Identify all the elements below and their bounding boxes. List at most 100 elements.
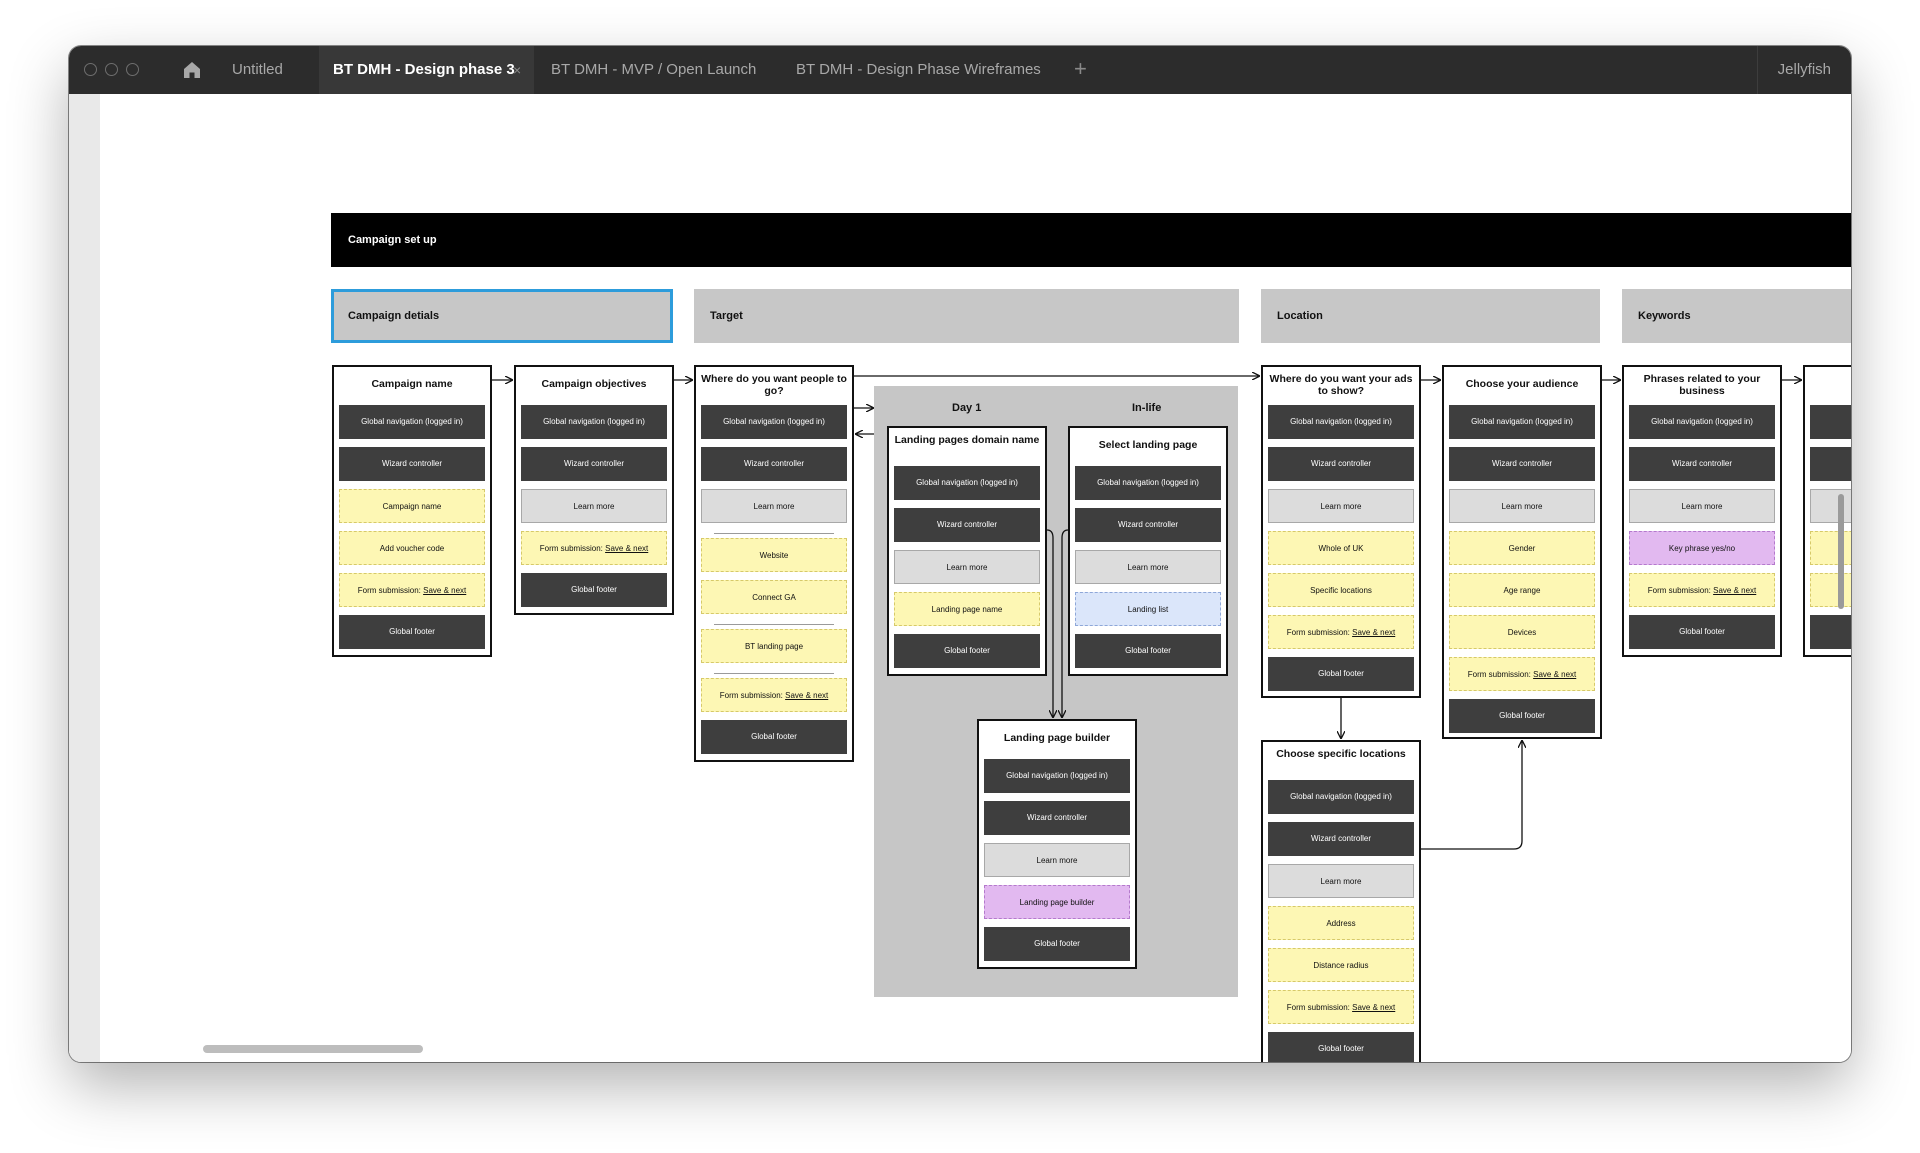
tab-untitled[interactable]: Untitled bbox=[232, 61, 283, 78]
close-window-button[interactable] bbox=[84, 63, 97, 76]
component-whole-of-uk[interactable]: Whole of UK bbox=[1268, 531, 1414, 565]
save-next-link[interactable]: Save & next bbox=[605, 544, 649, 553]
home-icon[interactable] bbox=[181, 59, 203, 81]
tab-close-icon[interactable]: × bbox=[513, 62, 522, 78]
component-global-navigation-logged-in[interactable]: Global navigation (logged in) bbox=[701, 405, 847, 439]
component-landing-page-name[interactable]: Landing page name bbox=[894, 592, 1040, 626]
component-learn-more[interactable]: Learn more bbox=[1268, 864, 1414, 898]
card-where-people-go[interactable]: Where do you want people to go?Global na… bbox=[694, 365, 854, 762]
tab-design-phase-3[interactable]: BT DMH - Design phase 3 bbox=[319, 46, 534, 94]
save-next-link[interactable]: Save & next bbox=[785, 691, 829, 700]
component-global-navigation-logged-in[interactable]: Global navigation (logged in) bbox=[984, 759, 1130, 793]
component-global[interactable]: Global bbox=[1810, 405, 1851, 439]
save-next-link[interactable]: Save & next bbox=[1352, 628, 1396, 637]
section-keywords[interactable]: Keywords bbox=[1622, 289, 1851, 343]
component-global-navigation-logged-in[interactable]: Global navigation (logged in) bbox=[894, 466, 1040, 500]
component-form-submission-save-next[interactable]: Form submission: Save & next bbox=[1268, 615, 1414, 649]
component-global-navigation-logged-in[interactable]: Global navigation (logged in) bbox=[1075, 466, 1221, 500]
minimize-window-button[interactable] bbox=[105, 63, 118, 76]
card-review-partial[interactable]: RevGlobalWSeForm s bbox=[1803, 365, 1851, 657]
component-global-footer[interactable]: Global footer bbox=[339, 615, 485, 649]
component-specific-locations[interactable]: Specific locations bbox=[1268, 573, 1414, 607]
component-landing-list[interactable]: Landing list bbox=[1075, 592, 1221, 626]
component-connect-ga[interactable]: Connect GA bbox=[701, 580, 847, 614]
component-learn-more[interactable]: Learn more bbox=[1075, 550, 1221, 584]
component-blank[interactable] bbox=[1810, 489, 1851, 523]
card-campaign-name[interactable]: Campaign name Global navigation (logged i… bbox=[332, 365, 492, 657]
component-learn-more[interactable]: Learn more bbox=[1629, 489, 1775, 523]
component-learn-more[interactable]: Learn more bbox=[701, 489, 847, 523]
component-bt-landing-page[interactable]: BT landing page bbox=[701, 629, 847, 663]
component-global-footer[interactable]: Global footer bbox=[894, 634, 1040, 668]
component-global-footer[interactable]: Global footer bbox=[1268, 1032, 1414, 1062]
component-landing-page-builder[interactable]: Landing page builder bbox=[984, 885, 1130, 919]
component-wizard-controller[interactable]: Wizard controller bbox=[521, 447, 667, 481]
component-wizard-controller[interactable]: Wizard controller bbox=[701, 447, 847, 481]
component-devices[interactable]: Devices bbox=[1449, 615, 1595, 649]
component-global-navigation-logged-in[interactable]: Global navigation (logged in) bbox=[339, 405, 485, 439]
component-form-submission-save-next[interactable]: Form submission: Save & next bbox=[1449, 657, 1595, 691]
card-where-ads-show[interactable]: Where do you want your ads to show?Globa… bbox=[1261, 365, 1421, 698]
component-blank[interactable] bbox=[1810, 615, 1851, 649]
component-campaign-name[interactable]: Campaign name bbox=[339, 489, 485, 523]
component-global-navigation-logged-in[interactable]: Global navigation (logged in) bbox=[521, 405, 667, 439]
save-next-link[interactable]: Save & next bbox=[1352, 1003, 1396, 1012]
component-gender[interactable]: Gender bbox=[1449, 531, 1595, 565]
tab-mvp-open-launch[interactable]: BT DMH - MVP / Open Launch bbox=[551, 61, 757, 78]
zoom-window-button[interactable] bbox=[126, 63, 139, 76]
design-canvas[interactable]: Campaign set up Campaign detials Target … bbox=[69, 94, 1851, 1062]
component-address[interactable]: Address bbox=[1268, 906, 1414, 940]
component-form-submission-save-next[interactable]: Form submission: Save & next bbox=[701, 678, 847, 712]
section-location[interactable]: Location bbox=[1261, 289, 1600, 343]
component-global-footer[interactable]: Global footer bbox=[1268, 657, 1414, 691]
component-se[interactable]: Se bbox=[1810, 531, 1851, 565]
save-next-link[interactable]: Save & next bbox=[1533, 670, 1577, 679]
component-wizard-controller[interactable]: Wizard controller bbox=[1629, 447, 1775, 481]
component-distance-radius[interactable]: Distance radius bbox=[1268, 948, 1414, 982]
component-add-voucher-code[interactable]: Add voucher code bbox=[339, 531, 485, 565]
card-landing-page-builder[interactable]: Landing page builder Global navigation (l… bbox=[977, 719, 1137, 969]
component-learn-more[interactable]: Learn more bbox=[984, 843, 1130, 877]
component-global-footer[interactable]: Global footer bbox=[1449, 699, 1595, 733]
section-campaign-details[interactable]: Campaign detials bbox=[331, 289, 673, 343]
component-learn-more[interactable]: Learn more bbox=[521, 489, 667, 523]
component-form-submission-save-next[interactable]: Form submission: Save & next bbox=[521, 531, 667, 565]
component-form-submission-save-next[interactable]: Form submission: Save & next bbox=[1629, 573, 1775, 607]
component-learn-more[interactable]: Learn more bbox=[1268, 489, 1414, 523]
component-global-footer[interactable]: Global footer bbox=[701, 720, 847, 754]
component-global-navigation-logged-in[interactable]: Global navigation (logged in) bbox=[1449, 405, 1595, 439]
component-global-navigation-logged-in[interactable]: Global navigation (logged in) bbox=[1268, 405, 1414, 439]
tab-design-phase-wireframes[interactable]: BT DMH - Design Phase Wireframes bbox=[796, 61, 1041, 78]
component-form-s[interactable]: Form s bbox=[1810, 573, 1851, 607]
component-wizard-controller[interactable]: Wizard controller bbox=[894, 508, 1040, 542]
component-form-submission-save-next[interactable]: Form submission: Save & next bbox=[339, 573, 485, 607]
component-age-range[interactable]: Age range bbox=[1449, 573, 1595, 607]
component-global-footer[interactable]: Global footer bbox=[1629, 615, 1775, 649]
save-next-link[interactable]: Save & next bbox=[423, 586, 467, 595]
workspace-name[interactable]: Jellyfish bbox=[1777, 61, 1831, 78]
component-learn-more[interactable]: Learn more bbox=[894, 550, 1040, 584]
component-wizard-controller[interactable]: Wizard controller bbox=[339, 447, 485, 481]
component-global-footer[interactable]: Global footer bbox=[984, 927, 1130, 961]
component-w[interactable]: W bbox=[1810, 447, 1851, 481]
component-website[interactable]: Website bbox=[701, 538, 847, 572]
component-wizard-controller[interactable]: Wizard controller bbox=[1268, 822, 1414, 856]
section-target[interactable]: Target bbox=[694, 289, 1239, 343]
component-global-footer[interactable]: Global footer bbox=[521, 573, 667, 607]
component-wizard-controller[interactable]: Wizard controller bbox=[1449, 447, 1595, 481]
component-wizard-controller[interactable]: Wizard controller bbox=[984, 801, 1130, 835]
component-wizard-controller[interactable]: Wizard controller bbox=[1075, 508, 1221, 542]
component-key-phrase-yes-no[interactable]: Key phrase yes/no bbox=[1629, 531, 1775, 565]
save-next-link[interactable]: Save & next bbox=[1713, 586, 1757, 595]
component-wizard-controller[interactable]: Wizard controller bbox=[1268, 447, 1414, 481]
component-form-submission-save-next[interactable]: Form submission: Save & next bbox=[1268, 990, 1414, 1024]
horizontal-scrollbar[interactable] bbox=[203, 1045, 423, 1053]
component-learn-more[interactable]: Learn more bbox=[1449, 489, 1595, 523]
campaign-setup-banner[interactable]: Campaign set up bbox=[331, 213, 1851, 267]
